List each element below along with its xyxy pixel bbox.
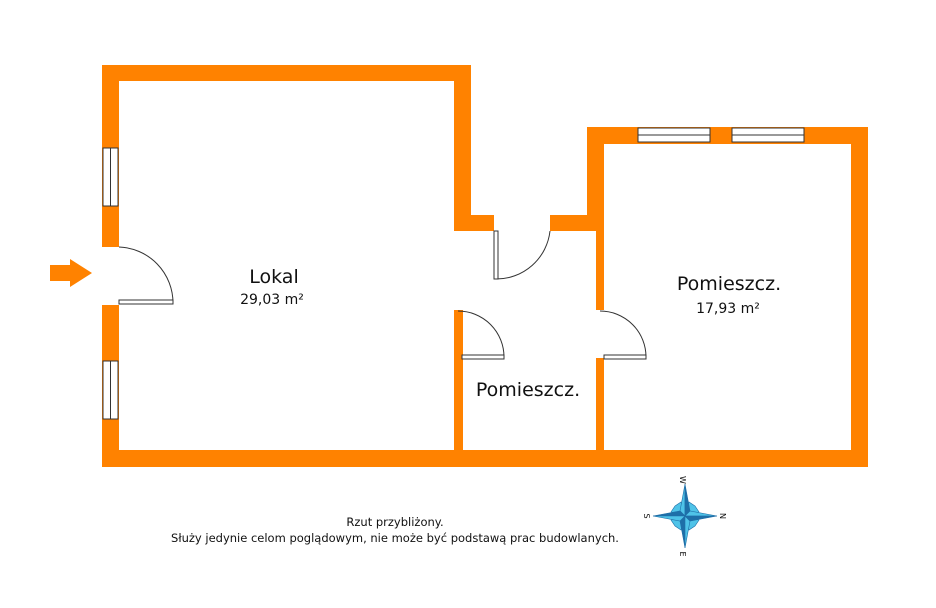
wall-lokal-right-upper xyxy=(454,65,471,217)
window-left-upper xyxy=(102,147,119,207)
wall-right-right xyxy=(851,127,868,467)
door-corridor-left xyxy=(457,310,505,360)
room-name-right: Pomieszcz. xyxy=(677,273,781,295)
room-area-right: 17,93 m² xyxy=(696,301,760,317)
room-name-lokal: Lokal xyxy=(249,266,298,288)
wall-corridor-top-left xyxy=(454,215,494,231)
disclaimer-caption: Rzut przybliżony. Służy jedynie celom po… xyxy=(160,514,630,546)
wall-right-top xyxy=(587,127,868,144)
caption-line-2: Służy jedynie celom poglądowym, nie może… xyxy=(171,531,619,545)
compass-south: S xyxy=(642,513,651,518)
arrow-right-icon xyxy=(50,259,92,287)
door-small-room xyxy=(493,230,551,280)
door-right-room xyxy=(599,310,647,360)
wall-top-left xyxy=(102,65,471,81)
window-top-2 xyxy=(731,127,805,143)
wall-right-left xyxy=(587,127,604,231)
wall-bottom xyxy=(102,450,868,467)
compass-north: N xyxy=(718,513,727,519)
compass-rose-icon: W N E S xyxy=(642,476,727,556)
doors xyxy=(118,230,647,360)
wall-corridor-right-lower xyxy=(596,358,604,467)
window-left-lower xyxy=(102,360,119,420)
room-area-lokal: 29,03 m² xyxy=(240,292,304,308)
walls xyxy=(102,65,868,467)
caption-line-1: Rzut przybliżony. xyxy=(346,515,444,529)
door-entrance xyxy=(118,246,174,305)
wall-lokal-right-lower xyxy=(454,310,463,467)
compass-west: W xyxy=(678,476,687,484)
wall-corridor-right-upper xyxy=(596,215,604,310)
room-name-small: Pomieszcz. xyxy=(476,379,580,401)
windows xyxy=(102,127,805,420)
compass-east: E xyxy=(678,551,687,556)
window-top-1 xyxy=(637,127,711,143)
